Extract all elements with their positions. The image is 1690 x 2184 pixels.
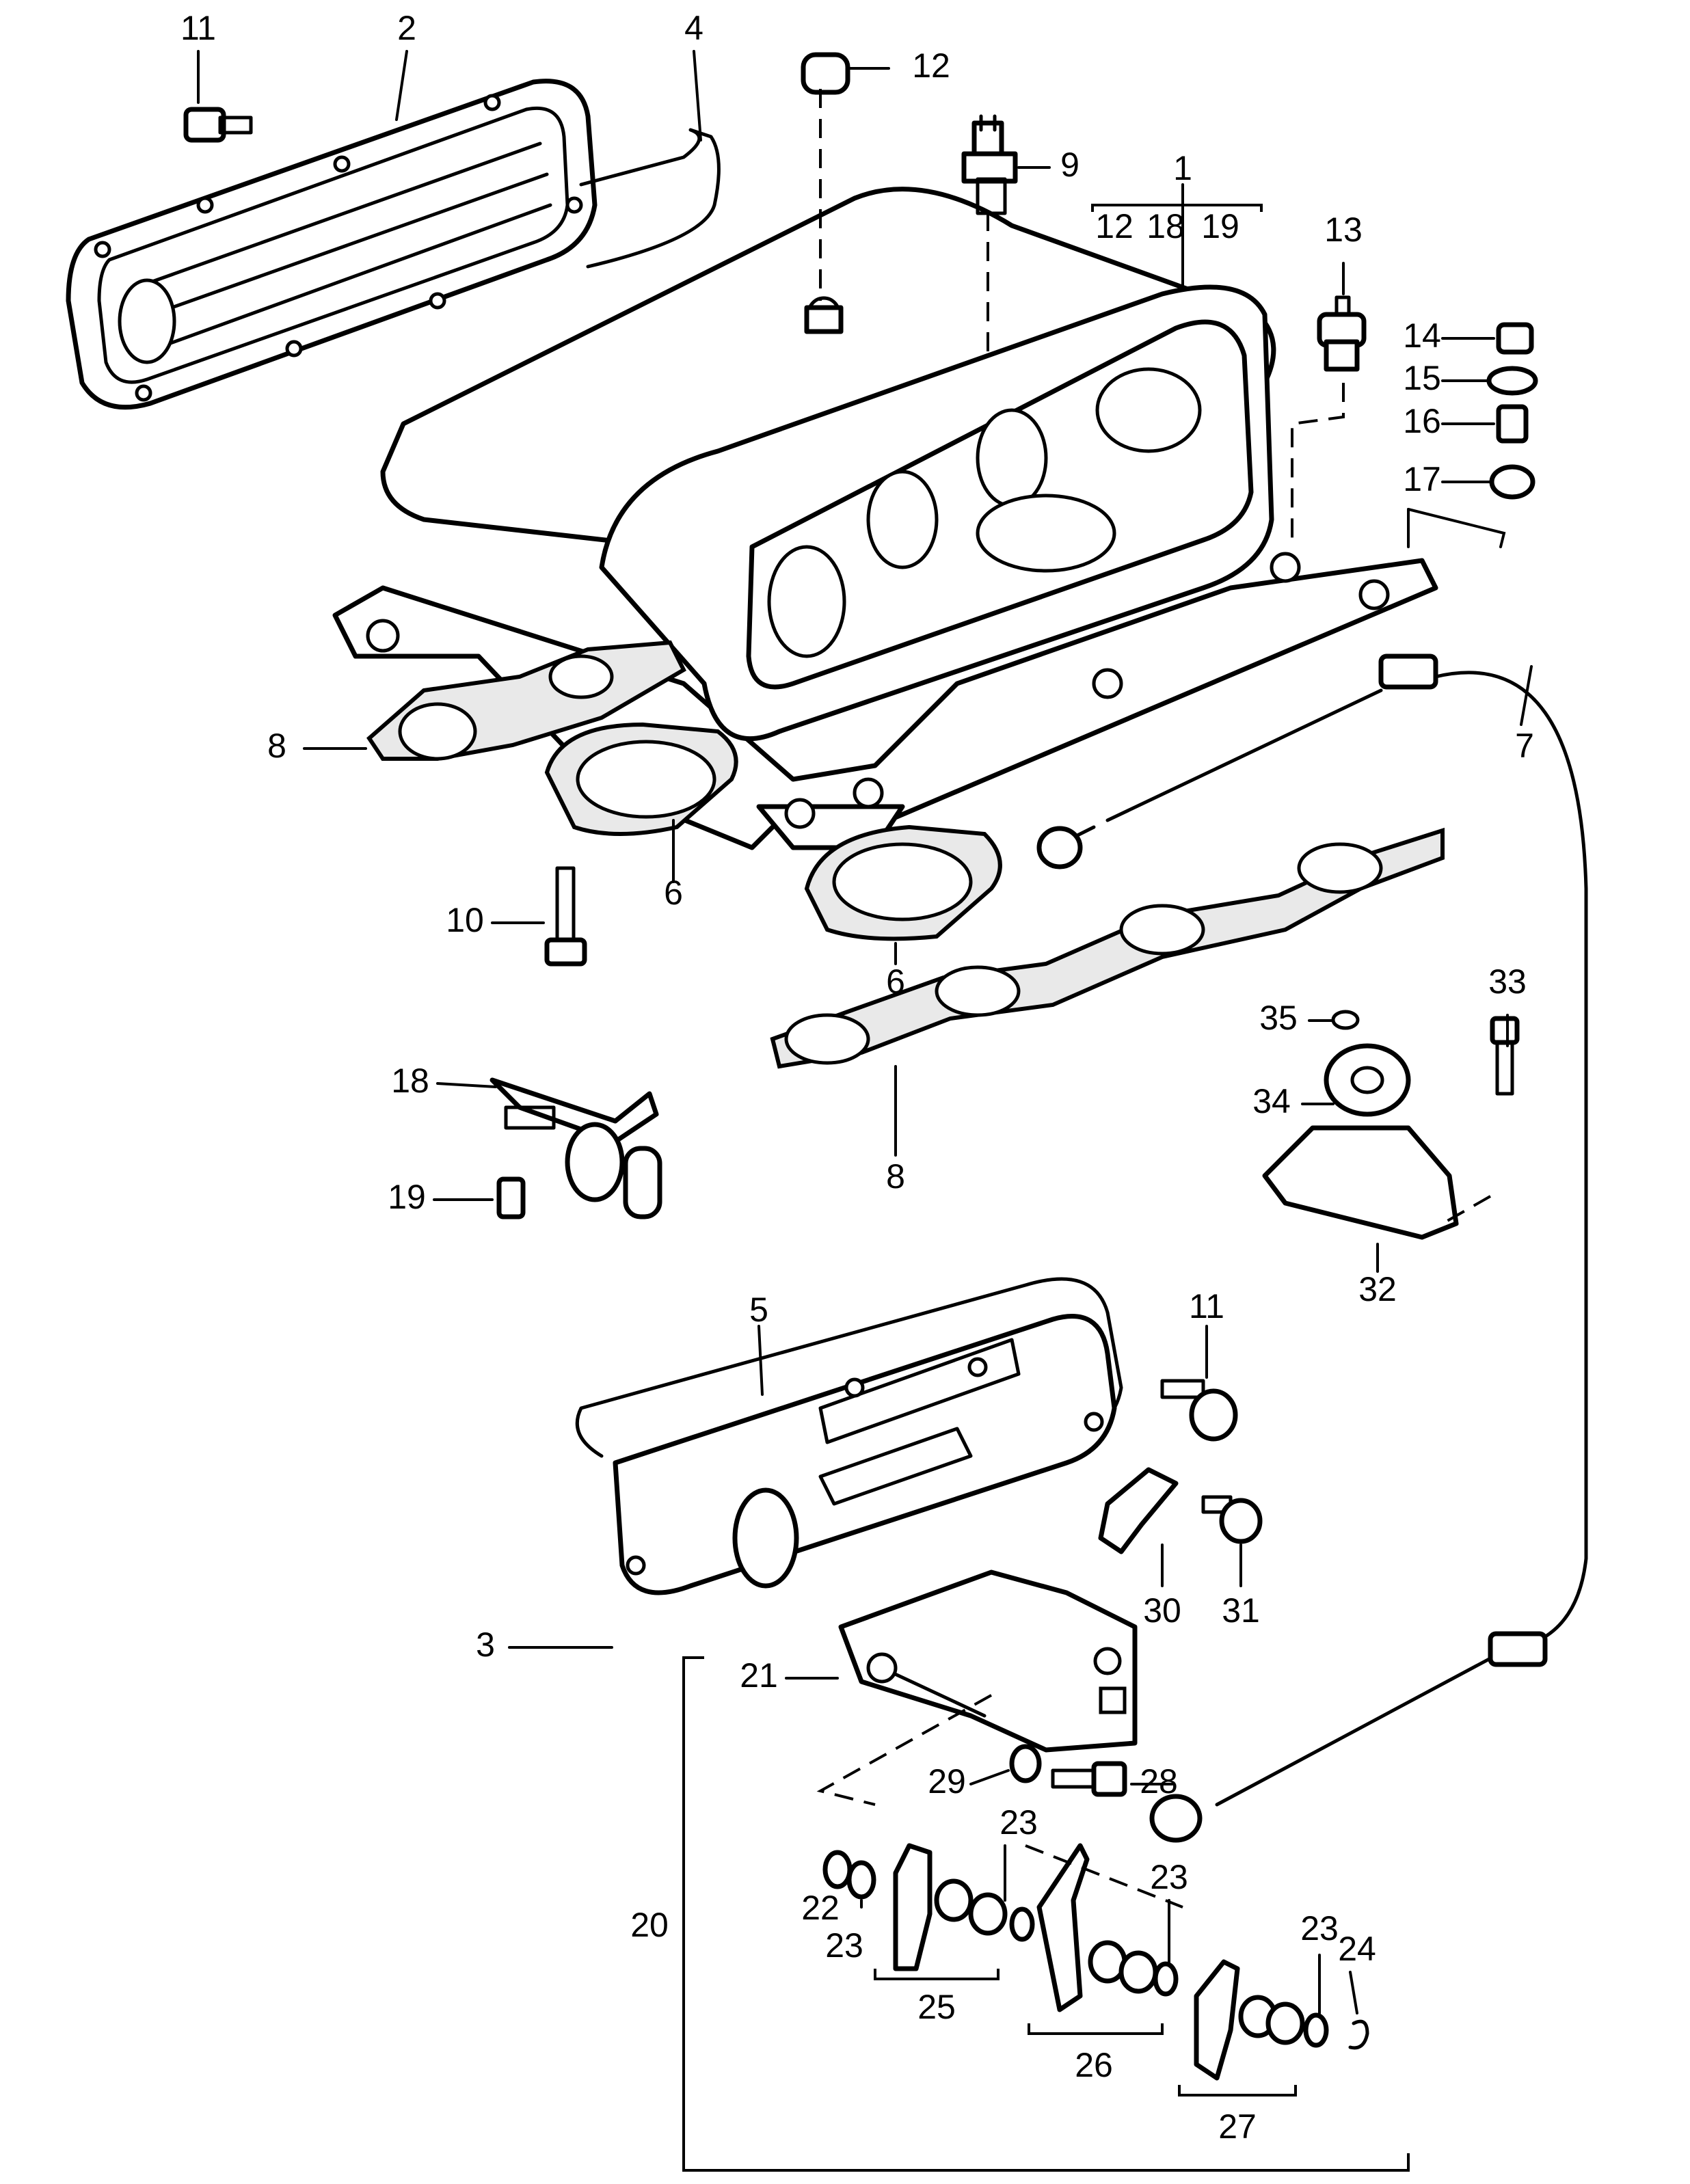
hardware-stack [1486,322,1538,500]
callout-6: 6 [664,874,683,912]
clip-30 [1098,1467,1179,1554]
gasket-6-upper [544,722,738,836]
gasket-8-lower [770,827,1445,1069]
plenum-seal-ring [579,128,721,269]
washer-29 [1009,1744,1042,1783]
throttle-cable [1036,653,1588,1843]
callout-19: 19 [388,1178,426,1216]
callout-5: 5 [749,1291,768,1329]
callout-23: 23 [1000,1803,1038,1842]
screw-top-left [183,107,253,143]
callout-11: 11 [180,9,216,47]
group-1-member: 18 [1146,207,1185,245]
callout-4: 4 [684,9,703,47]
callout-14: 14 [1403,316,1441,355]
callout-22: 22 [801,1889,840,1927]
callout-29: 29 [928,1762,966,1801]
leader-lines [197,50,1533,2014]
screw-lower [1160,1379,1238,1442]
throttle-bracket [838,1569,1138,1753]
callout-27: 27 [1218,2107,1257,2146]
dashed-line [816,1694,992,1806]
bolt-28 [1051,1761,1127,1797]
callout-25: 25 [917,1988,956,2026]
pulley-bracket-assembly [1262,1010,1520,1240]
callout-8: 8 [886,1157,905,1196]
callout-labels: 11 2 4 12 9 1 12 18 19 13 14 15 16 17 7 … [180,9,1534,2146]
cap [801,52,850,95]
callout-26: 26 [1075,2046,1113,2084]
callout-20: 20 [630,1906,669,1944]
gasket-8-upper [366,640,686,761]
dashed-line [1442,1195,1491,1225]
callout-2: 2 [397,9,416,47]
temperature-sensor [961,114,1018,215]
vacuum-unit-bracket [489,1077,662,1219]
callout-18: 18 [391,1062,429,1100]
callout-9: 9 [1060,146,1079,184]
dashed-line [1291,383,1345,540]
gasket-6-lower [804,824,1002,941]
plenum-cover-lower [575,1277,1123,1595]
callout-35: 35 [1259,999,1298,1037]
linkage-assembly [822,1843,1369,2081]
callout-3: 3 [476,1626,495,1664]
callout-34: 34 [1252,1082,1291,1120]
group-brackets [682,204,1410,2172]
callout-21: 21 [740,1656,778,1695]
callout-31: 31 [1222,1591,1260,1630]
bolt-31 [1201,1495,1263,1544]
valve [1317,295,1367,372]
callout-13: 13 [1324,211,1363,249]
callout-10: 10 [446,901,484,939]
callout-12: 12 [912,46,950,85]
callout-28: 28 [1140,1762,1178,1801]
callout-7: 7 [1515,727,1534,765]
callout-32: 32 [1358,1270,1397,1308]
plenum-cover-upper [66,79,598,410]
callout-16: 16 [1403,402,1441,440]
callout-11: 11 [1189,1287,1224,1325]
bolt-10 [544,866,587,967]
callout-6: 6 [886,962,905,1001]
callout-30: 30 [1143,1591,1181,1630]
callout-8: 8 [267,727,286,765]
callout-24: 24 [1338,1930,1376,1968]
group-1-member: 12 [1095,207,1134,245]
callout-33: 33 [1488,962,1527,1001]
callout-23: 23 [825,1926,863,1965]
callout-15: 15 [1403,359,1441,397]
group-1-member: 19 [1201,207,1239,245]
screw-19 [496,1176,526,1219]
callout-23: 23 [1300,1909,1339,1947]
callout-23: 23 [1150,1858,1188,1896]
callout-1: 1 [1173,149,1192,187]
callout-17: 17 [1403,460,1441,498]
